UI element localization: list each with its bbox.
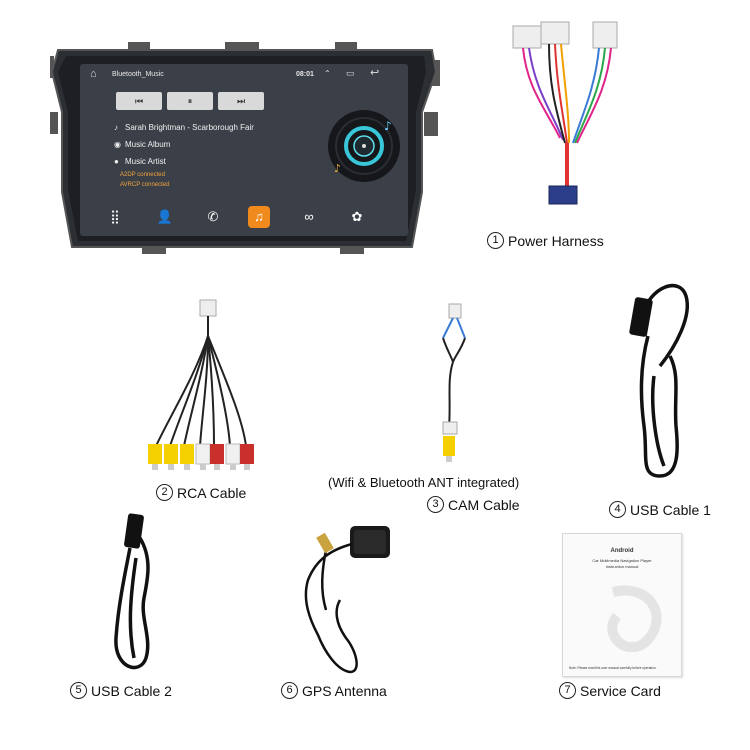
expand-icon[interactable]: ⌃ [324,69,331,78]
album-icon: ◉ [114,140,121,149]
screen-title: Bluetooth_Music [112,71,164,78]
pause-button[interactable]: ⏸ [167,92,213,110]
prev-icon: ⏮ [134,96,144,106]
dock-bar: ⣿ 👤 ✆ ♫ ∞ ✿ [80,200,408,236]
usb-cable-1-image [629,284,689,478]
settings-icon[interactable]: ✿ [351,209,363,224]
vinyl-disc-icon: ♪ ♪ [328,110,400,182]
prev-button[interactable]: ⏮ [116,92,162,110]
power-harness-image [512,21,618,205]
card-doc-type: Instruction manual [605,564,639,569]
music-icon[interactable]: ♫ [248,206,270,228]
svg-text:♪: ♪ [334,162,341,175]
artist-name: Music Artist [125,157,166,166]
pause-icon: ⏸ [187,96,193,106]
card-watermark [607,585,662,652]
avrcp-status: AVRCP connected [120,182,170,188]
note-icon: ♪ [114,123,118,132]
rca-cable-image [148,299,254,470]
apps-icon[interactable]: ⣿ [110,209,120,224]
status-bar: ⌂ Bluetooth_Music 08:01 ⌃ ▭ ↩ [80,64,408,86]
card-footer: Note: Please read this user manual caref… [569,666,657,670]
svg-text:♪: ♪ [384,119,392,133]
phone-icon[interactable]: ✆ [207,209,219,224]
window-icon[interactable]: ▭ [346,68,355,78]
service-card-image: Android Car Multimedia Navigation Player… [562,533,682,677]
cam-cable-note: (Wifi & Bluetooth ANT integrated) [328,475,520,490]
home-icon[interactable]: ⌂ [90,68,97,80]
track-name: Sarah Brightman - Scarborough Fair [125,123,254,132]
contacts-icon[interactable]: 👤 [156,209,174,224]
a2dp-status: A2DP connected [120,172,165,178]
clock: 08:01 [296,71,314,78]
album-name: Music Album [125,140,171,149]
artist-icon: ● [114,157,119,166]
next-button[interactable]: ⏭ [218,92,264,110]
next-icon: ⏭ [236,96,246,106]
car-head-unit: ⌂ Bluetooth_Music 08:01 ⌃ ▭ ↩ ⏮ ⏸ ⏭ ♪ Sa… [50,42,440,254]
back-icon[interactable]: ↩ [370,67,380,79]
usb-cable-2-image [114,513,150,670]
cam-cable-image [442,303,466,462]
card-subtitle: Car Multimedia Navigation Player [592,558,652,563]
link-icon[interactable]: ∞ [304,209,314,224]
gps-antenna-image [304,526,390,674]
android-screen: ⌂ Bluetooth_Music 08:01 ⌃ ▭ ↩ ⏮ ⏸ ⏭ ♪ Sa… [80,64,408,236]
card-brand: Android [610,548,634,554]
